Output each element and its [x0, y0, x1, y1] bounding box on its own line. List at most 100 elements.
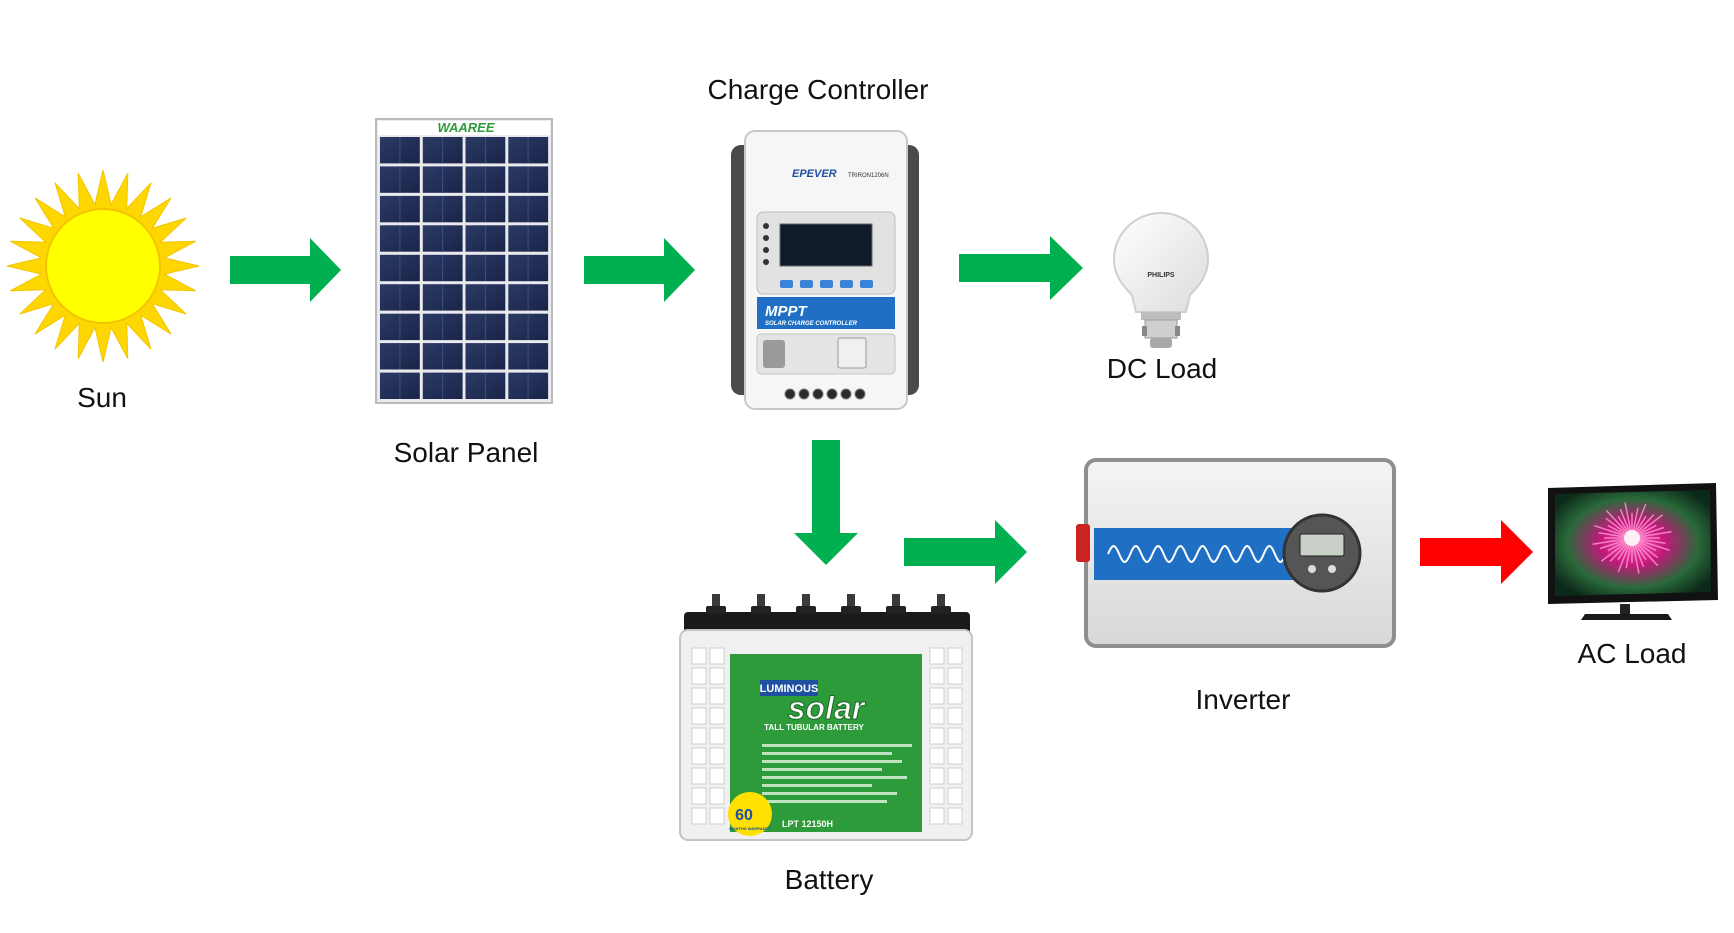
controller-led [763, 247, 769, 253]
battery-warranty-number: 60 [735, 807, 753, 824]
controller-key [840, 280, 853, 288]
battery-rib [709, 787, 725, 805]
battery-rib [947, 727, 963, 745]
panel-cells [380, 137, 549, 399]
inverter-sine-wave [1107, 544, 1287, 564]
inverter-image [1076, 458, 1396, 648]
battery-rib [709, 647, 725, 665]
battery-terminal [892, 594, 900, 612]
bulb-neck [1141, 312, 1181, 320]
battery-rib [929, 767, 945, 785]
controller-switch [763, 340, 785, 368]
controller-rj45-port [837, 337, 867, 369]
controller-terminal [840, 388, 852, 400]
controller-lcd [779, 223, 873, 267]
bulb-glass [1112, 211, 1210, 313]
battery-warranty-badge [728, 792, 772, 836]
battery-terminal [802, 594, 810, 612]
battery-fine-line [762, 792, 897, 795]
bulb-base [1150, 338, 1172, 348]
battery-image: LUMINOUS solar TALL TUBULAR BATTERY 60 M… [679, 594, 973, 841]
battery-fine-line [762, 776, 907, 779]
tv-stand-base [1581, 614, 1672, 620]
battery-rib [691, 687, 707, 705]
controller-terminals [784, 388, 866, 400]
arrow-controller-to-battery [794, 440, 858, 565]
battery-rib [709, 687, 725, 705]
battery-rib [947, 667, 963, 685]
battery-rib [929, 687, 945, 705]
controller-key [860, 280, 873, 288]
controller-terminal [812, 388, 824, 400]
ac-load-tv-image [1548, 483, 1718, 620]
battery-rib [709, 667, 725, 685]
battery-rib [929, 727, 945, 745]
arrow-sun-to-panel [230, 238, 341, 302]
controller-led [763, 259, 769, 265]
label-sun: Sun [77, 382, 127, 413]
battery-rib [709, 807, 725, 825]
battery-rib [709, 727, 725, 745]
solar-panel-image: WAAREE [375, 118, 553, 404]
battery-rib [709, 767, 725, 785]
battery-rib [929, 787, 945, 805]
dc-load-bulb-image: PHILIPS [1112, 211, 1210, 348]
arrow-inverter-to-ac-load [1420, 520, 1533, 584]
controller-mppt-badge [757, 297, 895, 329]
battery-rib [709, 707, 725, 725]
arrow-battery-to-inverter [904, 520, 1027, 584]
arrow-panel-to-controller [584, 238, 695, 302]
arrow-controller-to-dc-load [959, 236, 1083, 300]
label-dc-load: DC Load [1106, 353, 1218, 384]
controller-terminal [854, 388, 866, 400]
battery-terminal-cap [796, 606, 816, 614]
battery-rib [929, 667, 945, 685]
label-ac-load: AC Load [1577, 638, 1687, 669]
label-inverter: Inverter [1195, 684, 1291, 715]
battery-rib [947, 707, 963, 725]
controller-key [820, 280, 833, 288]
tv-stand-neck [1620, 604, 1630, 614]
inverter-red-switch [1076, 524, 1090, 562]
controller-terminal [826, 388, 838, 400]
battery-terminal [847, 594, 855, 612]
battery-top-cover [684, 612, 970, 634]
battery-rib [709, 747, 725, 765]
battery-terminal-cap [886, 606, 906, 614]
battery-fine-line [762, 752, 892, 755]
battery-fine-print [762, 744, 912, 803]
battery-terminal [937, 594, 945, 612]
battery-side-ribs [691, 647, 963, 825]
battery-rib [929, 707, 945, 725]
sun-icon [6, 169, 200, 363]
label-battery: Battery [784, 864, 874, 895]
battery-terminal-cap [751, 606, 771, 614]
battery-rib [691, 787, 707, 805]
controller-mppt-subtext: SOLAR CHARGE CONTROLLER [765, 321, 858, 327]
controller-model-text: TRIRON1206N [848, 173, 889, 179]
bulb-cap [1144, 319, 1178, 339]
battery-fine-line [762, 768, 882, 771]
battery-terminal-cap [931, 606, 951, 614]
battery-fine-line [762, 744, 912, 747]
battery-rib [929, 807, 945, 825]
inverter-display [1299, 533, 1345, 557]
panel-top-strip [378, 121, 550, 135]
battery-model-text: LPT 12150H [782, 819, 833, 829]
charge-controller-image: EPEVER TRIRON1206N MPPT SOLAR CHARGE CON… [731, 130, 919, 410]
battery-rib [947, 787, 963, 805]
controller-terminal [798, 388, 810, 400]
battery-rib [691, 667, 707, 685]
sun-disc [45, 208, 161, 324]
battery-rib [691, 647, 707, 665]
controller-key [780, 280, 793, 288]
controller-buttons [780, 280, 873, 288]
battery-terminals [706, 594, 951, 614]
controller-terminal [784, 388, 796, 400]
battery-rib [947, 647, 963, 665]
battery-brand-box [760, 680, 818, 696]
controller-led [763, 223, 769, 229]
battery-rib [691, 707, 707, 725]
